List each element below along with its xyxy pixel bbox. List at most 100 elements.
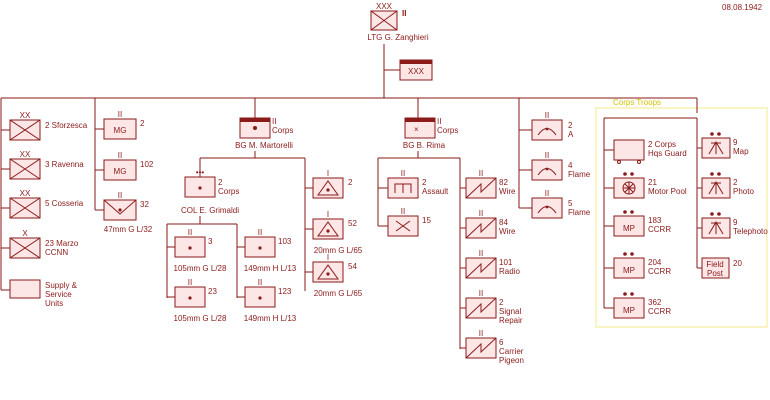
artillery-echelon: II	[272, 117, 276, 126]
division-1: XX 3 Ravenna	[9, 150, 84, 180]
mg-symbol-0: MG	[114, 126, 127, 135]
division-3-echelon: X	[22, 229, 28, 238]
division-label-1: 3 Ravenna	[45, 160, 84, 169]
artillery-battalion-label-3: 123	[278, 287, 292, 296]
corps-troop-symbol-4: MP	[623, 306, 635, 315]
engineer-label2-0: Assault	[422, 187, 449, 196]
engineer-group-hq: II Corps × BG B. Rima	[403, 117, 458, 150]
engineer-commander: BG B. Rima	[403, 141, 446, 150]
svg-text:×: ×	[414, 125, 419, 134]
division-2: XX 5 Cosseria	[9, 189, 84, 219]
mg-sub-2: 47mm G L/32	[104, 225, 153, 234]
aa-unit-2-echelon: I	[327, 253, 329, 262]
artillery-battalion-sub-1: 149mm H L/13	[244, 264, 297, 273]
aa-sub-2: 20mm G L/65	[314, 289, 363, 298]
signal-unit-0-echelon: II	[479, 169, 483, 178]
engineer-label-0: 2	[422, 178, 427, 187]
artillery-battalion-label-1: 103	[278, 237, 292, 246]
signal-unit-1-echelon: II	[479, 209, 483, 218]
chemical-unit-0-echelon: II	[545, 111, 549, 120]
aa-label-0: 2	[348, 178, 353, 187]
mg-unit-1-echelon: II	[118, 151, 122, 160]
artillery-battalion-0-echelon: II	[188, 228, 192, 237]
artillery-battalion-2-echelon: II	[188, 278, 192, 287]
division-0: XX2 Sforzesca	[9, 111, 88, 141]
division-1-echelon: XX	[20, 150, 31, 159]
aa-unit-0-echelon: I	[327, 169, 329, 178]
chemical-unit-1-echelon: II	[545, 151, 549, 160]
division-0-echelon: XX	[20, 111, 31, 120]
artillery-battalion-sub-3: 149mm H L/13	[244, 314, 297, 323]
chart-date: 08.08.1942	[722, 3, 763, 12]
aa-label-1: 52	[348, 219, 357, 228]
engineer-echelon: II	[437, 117, 441, 126]
artillery-regiment-echelon: •••	[196, 168, 205, 177]
engineer-suffix: Corps	[437, 126, 458, 135]
mg-unit-1: II MG 102	[103, 151, 154, 181]
hq-roman: II	[402, 9, 406, 18]
division-2-echelon: XX	[20, 189, 31, 198]
mg-label-2: 32	[140, 200, 149, 209]
division-label-2: 5 Cosseria	[45, 199, 84, 208]
corps-troop-symbol-3: MP	[623, 266, 635, 275]
engineer-label-1: 15	[422, 216, 431, 225]
corps-troops-label: Corps Troops	[613, 98, 661, 107]
artillery-suffix: Corps	[272, 126, 293, 135]
aa-sub-1: 20mm G L/65	[314, 246, 363, 255]
mg-symbol-1: MG	[114, 167, 127, 176]
artillery-battalion-sub-0: 105mm G L/28	[174, 264, 227, 273]
hq-echelon: XXX	[376, 2, 393, 11]
mg-label-1: 102	[140, 160, 154, 169]
mg-unit-2-echelon: II	[118, 191, 122, 200]
corps-hq: XXX II LTG G. Zanghieri	[367, 2, 428, 42]
artillery-battalion-label-2: 23	[208, 287, 217, 296]
engineer-unit-0-echelon: II	[401, 169, 405, 178]
artillery-group-hq: II Corps BG M. Martorelli	[235, 117, 293, 150]
